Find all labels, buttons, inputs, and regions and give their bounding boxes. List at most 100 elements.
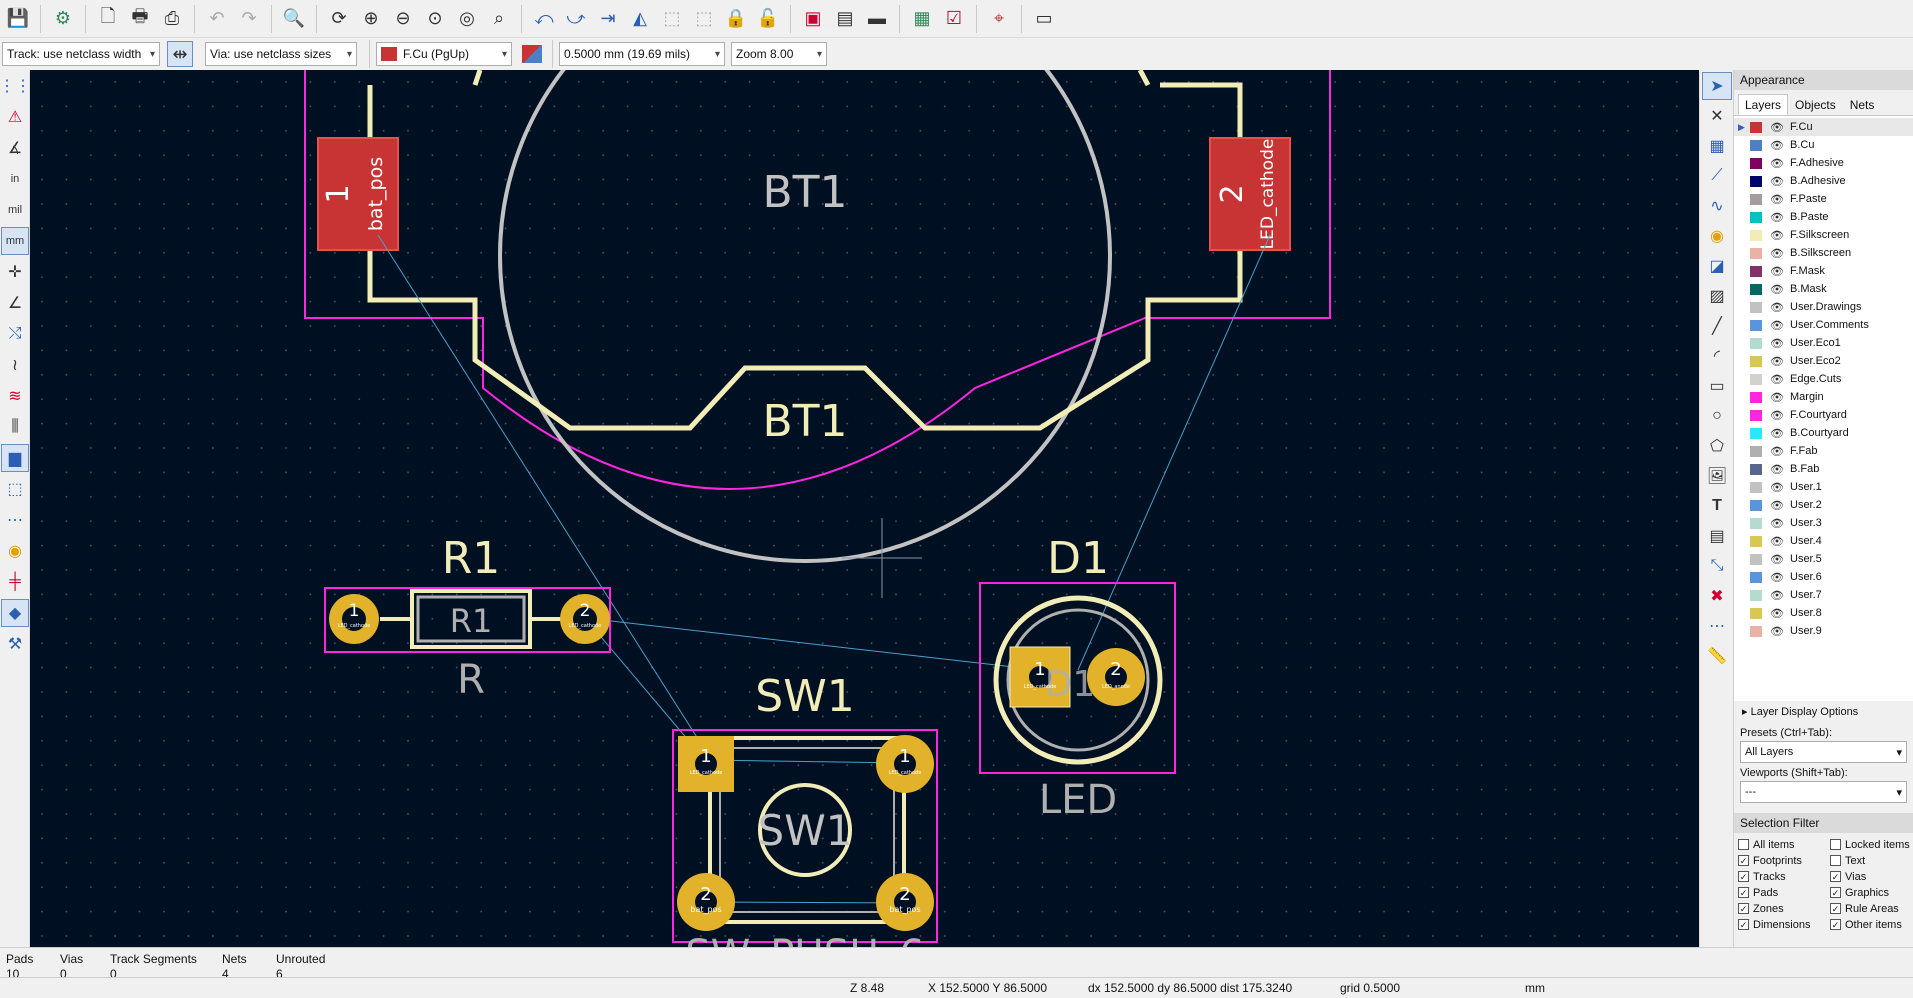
layer-row[interactable]: 👁F.Paste	[1734, 190, 1913, 208]
layer-color-swatch[interactable]	[1750, 193, 1762, 205]
layer-color-swatch[interactable]	[1750, 319, 1762, 331]
layer-color-swatch[interactable]	[1750, 337, 1762, 349]
layer-color-swatch[interactable]	[1750, 607, 1762, 619]
selection-filter-checkbox[interactable]: Locked items	[1830, 837, 1913, 852]
layers-manager-icon[interactable]: ◆	[1, 599, 29, 627]
eye-icon[interactable]: 👁	[1770, 625, 1784, 638]
track-clearance-icon[interactable]: ╪	[9, 573, 21, 590]
layer-row[interactable]: 👁B.Courtyard	[1734, 424, 1913, 442]
unit-mil-icon[interactable]: mil	[7, 204, 23, 216]
layer-display-options[interactable]: ▸ Layer Display Options	[1742, 706, 1859, 718]
grid-select[interactable]: 0.5000 mm (19.69 mils)▾	[559, 42, 725, 66]
layer-row[interactable]: 👁F.Mask	[1734, 262, 1913, 280]
draw-rectangle-icon[interactable]: ▭	[1709, 378, 1725, 395]
layer-color-swatch[interactable]	[1750, 571, 1762, 583]
zoom-select[interactable]: Zoom 8.00▾	[731, 42, 827, 66]
route-track-icon[interactable]: ⟋	[1711, 167, 1723, 184]
layer-color-swatch[interactable]	[1750, 589, 1762, 601]
eye-icon[interactable]: 👁	[1770, 319, 1784, 332]
layer-select[interactable]: F.Cu (PgUp)▾	[376, 42, 512, 66]
eye-icon[interactable]: 👁	[1770, 121, 1784, 134]
eye-icon[interactable]: 👁	[1770, 391, 1784, 404]
auto-track-width-icon[interactable]: ⇹	[167, 41, 193, 67]
layer-color-swatch[interactable]	[1750, 355, 1762, 367]
layer-color-swatch[interactable]	[1750, 247, 1762, 259]
unlock-icon[interactable]: 🔓	[756, 8, 780, 28]
add-text-icon[interactable]: T	[1712, 497, 1722, 514]
unit-inch-icon[interactable]: in	[10, 173, 20, 185]
layer-row[interactable]: 👁User.8	[1734, 604, 1913, 622]
tab-objects[interactable]: Objects	[1795, 98, 1836, 112]
eye-icon[interactable]: 👁	[1770, 139, 1784, 152]
layer-color-swatch[interactable]	[1750, 481, 1762, 493]
layer-row[interactable]: 👁B.Silkscreen	[1734, 244, 1913, 262]
lock-icon[interactable]: 🔒	[724, 8, 748, 28]
layer-color-swatch[interactable]	[1750, 211, 1762, 223]
plot-icon[interactable]: ⎙	[164, 8, 180, 28]
update-pcb-icon[interactable]: ▬	[868, 8, 886, 28]
layer-row[interactable]: 👁F.Adhesive	[1734, 154, 1913, 172]
layer-color-swatch[interactable]	[1750, 517, 1762, 529]
footprint-editor-icon[interactable]: ▣	[804, 8, 822, 28]
eye-icon[interactable]: 👁	[1770, 175, 1784, 188]
page-settings-icon[interactable]: 🗋	[100, 5, 116, 26]
eye-icon[interactable]: 👁	[1770, 283, 1784, 296]
eye-icon[interactable]: 👁	[1770, 265, 1784, 278]
find-icon[interactable]: 🔍	[282, 8, 306, 28]
zoom-fit-icon[interactable]: ⊙	[427, 8, 443, 28]
layer-color-swatch[interactable]	[1750, 553, 1762, 565]
via-size-select[interactable]: Via: use netclass sizes▾	[205, 42, 357, 66]
selection-filter-checkbox[interactable]: ✓Other items	[1830, 917, 1913, 932]
zone-outline-icon[interactable]: ⬚	[7, 481, 23, 498]
scripting-console-icon[interactable]: ▭	[1035, 8, 1053, 28]
layer-row[interactable]: 👁B.Fab	[1734, 460, 1913, 478]
layer-row[interactable]: 👁User.Comments	[1734, 316, 1913, 334]
layer-color-swatch[interactable]	[1750, 175, 1762, 187]
layer-row[interactable]: 👁User.5	[1734, 550, 1913, 568]
local-ratsnest-icon[interactable]: ✕	[1710, 108, 1724, 125]
zoom-in-icon[interactable]: ⊕	[363, 8, 379, 28]
layer-color-swatch[interactable]	[1750, 301, 1762, 313]
layer-color-swatch[interactable]	[1750, 373, 1762, 385]
save-icon[interactable]: 💾	[6, 8, 30, 28]
layer-row[interactable]: 👁B.Mask	[1734, 280, 1913, 298]
layer-color-swatch[interactable]	[1750, 409, 1762, 421]
layer-row[interactable]: ▶👁F.Cu	[1734, 118, 1913, 136]
add-image-icon[interactable]: 🖼	[1706, 468, 1728, 485]
layer-color-swatch[interactable]	[1750, 427, 1762, 439]
rotate-cw-icon[interactable]: ⤻	[566, 8, 586, 28]
schematic-icon[interactable]: ⌖	[993, 8, 1005, 28]
layer-color-swatch[interactable]	[1750, 463, 1762, 475]
tab-nets[interactable]: Nets	[1849, 98, 1875, 112]
footprint-browser-icon[interactable]: ▤	[836, 8, 854, 28]
layer-color-swatch[interactable]	[1750, 499, 1762, 511]
drc-icon[interactable]: ▦	[913, 8, 931, 28]
draw-circle-icon[interactable]: ○	[1712, 407, 1722, 424]
pcb-canvas[interactable]: 1 bat_pos 2 LED_cathode BT1 BT1 1 LED_ca…	[30, 70, 1699, 947]
eye-icon[interactable]: 👁	[1770, 445, 1784, 458]
ungroup-icon[interactable]: ⬚	[695, 8, 713, 28]
refresh-icon[interactable]: ⟳	[331, 8, 347, 28]
layer-row[interactable]: 👁User.2	[1734, 496, 1913, 514]
add-zone-icon[interactable]: ◪	[1709, 258, 1725, 275]
zoom-selection-icon[interactable]: ⌕	[493, 8, 505, 28]
curved-ratsnest-icon[interactable]: ≀	[12, 357, 18, 374]
add-footprint-icon[interactable]: ▦	[1709, 138, 1725, 155]
eye-icon[interactable]: 👁	[1770, 535, 1784, 548]
cursor-full-icon[interactable]: ✛	[8, 264, 22, 281]
layer-row[interactable]: 👁Edge.Cuts	[1734, 370, 1913, 388]
layer-row[interactable]: 👁User.4	[1734, 532, 1913, 550]
eye-icon[interactable]: 👁	[1770, 499, 1784, 512]
via-outline-icon[interactable]: ◉	[8, 543, 22, 560]
eye-icon[interactable]: 👁	[1770, 193, 1784, 206]
selection-filter-checkbox[interactable]: ✓Pads	[1738, 885, 1830, 900]
layer-color-swatch[interactable]	[1750, 265, 1762, 277]
add-via-icon[interactable]: ◉	[1710, 228, 1724, 245]
layer-row[interactable]: 👁User.Drawings	[1734, 298, 1913, 316]
layer-color-swatch[interactable]	[1750, 121, 1762, 133]
layer-row[interactable]: 👁F.Fab	[1734, 442, 1913, 460]
redo-icon[interactable]: ↷	[241, 8, 257, 28]
eye-icon[interactable]: 👁	[1770, 427, 1784, 440]
track-outline-icon[interactable]: ⫼	[11, 418, 19, 435]
zoom-out-icon[interactable]: ⊖	[395, 8, 411, 28]
